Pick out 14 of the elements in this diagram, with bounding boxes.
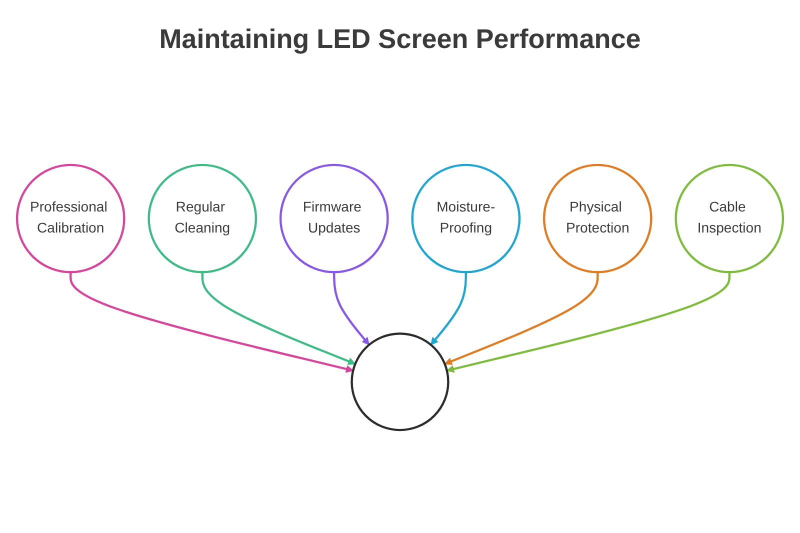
arrow bbox=[446, 272, 730, 373]
arrow bbox=[333, 272, 370, 346]
arrow bbox=[444, 272, 599, 365]
arrow bbox=[201, 272, 356, 365]
topic-circle: Cable Inspection bbox=[674, 164, 784, 274]
topic-circle: Firmware Updates bbox=[279, 164, 389, 274]
hub-circle bbox=[350, 332, 450, 432]
arrow bbox=[70, 272, 354, 373]
topic-circle: Regular Cleaning bbox=[148, 164, 258, 274]
topic-circle: Moisture-Proofing bbox=[411, 164, 521, 274]
arrow bbox=[430, 272, 467, 346]
topic-circle: Professional Calibration bbox=[16, 164, 126, 274]
topic-circle: Physical Protection bbox=[542, 164, 652, 274]
title: Maintaining LED Screen Performance bbox=[158, 23, 642, 56]
